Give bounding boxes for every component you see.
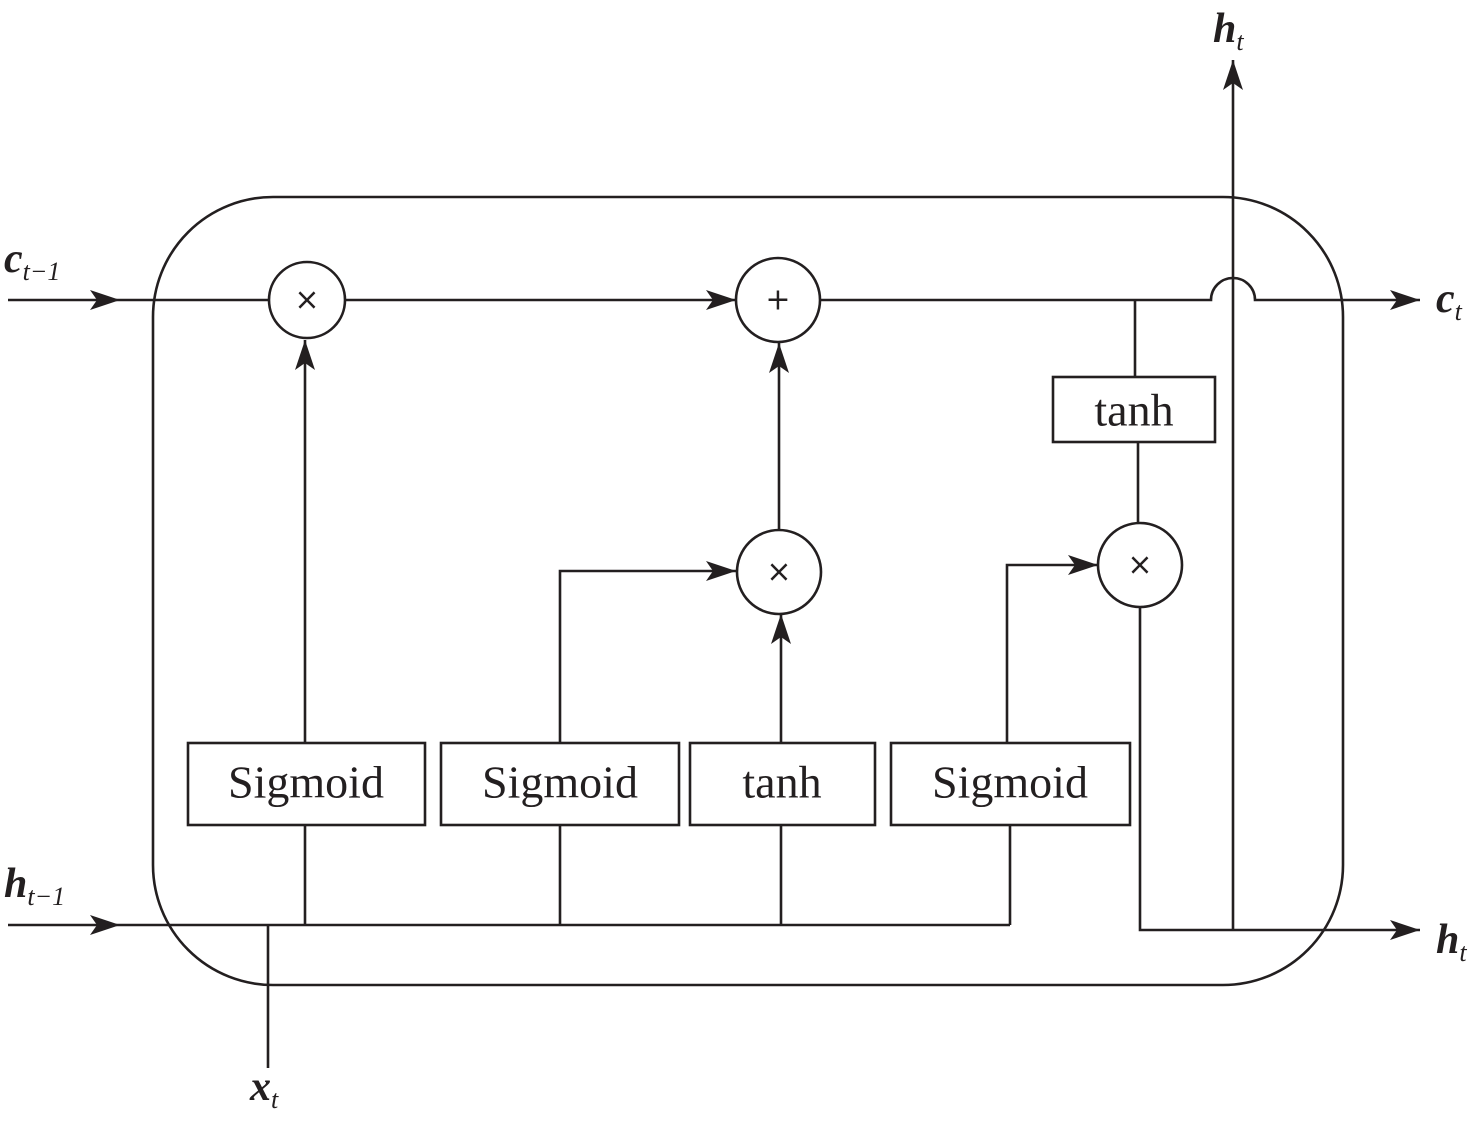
add-node [734, 256, 822, 344]
cell-boundary [151, 195, 1345, 987]
x-label: xt [249, 1064, 279, 1114]
input-gate-line [558, 561, 736, 743]
add-symbol: + [765, 283, 790, 318]
forget-gate-label: Sigmoid [228, 757, 384, 808]
forget-gate-box [186, 741, 427, 827]
output-gate-line [1005, 555, 1098, 743]
candidate-label: tanh [742, 757, 821, 808]
output-gate-label: Sigmoid [932, 757, 1088, 808]
bus-to-gates [303, 825, 1012, 925]
c-out-label: ct [1436, 276, 1463, 326]
c-prev-label: ct−1 [4, 236, 60, 286]
input-gate-box [439, 741, 681, 827]
forget-multiply-node [267, 260, 347, 340]
output-multiply-node [1096, 521, 1184, 609]
forget-multiply-symbol: × [294, 283, 319, 318]
cell-tanh-label: tanh [1094, 385, 1173, 436]
h-out-top-label: ht [1213, 6, 1244, 56]
output-multiply-symbol: × [1127, 548, 1152, 583]
candidate-box [688, 741, 877, 827]
input-gate-label: Sigmoid [482, 757, 638, 808]
output-mul-to-h-line [1138, 607, 1420, 940]
input-multiply-node [735, 528, 823, 616]
output-gate-box [889, 741, 1132, 827]
input-multiply-symbol: × [766, 555, 791, 590]
cell-tanh-box [1051, 375, 1217, 444]
cell-state-output-line [820, 276, 1420, 310]
h-prev-label: ht−1 [4, 861, 65, 911]
h-out-right-label: ht [1436, 917, 1467, 967]
